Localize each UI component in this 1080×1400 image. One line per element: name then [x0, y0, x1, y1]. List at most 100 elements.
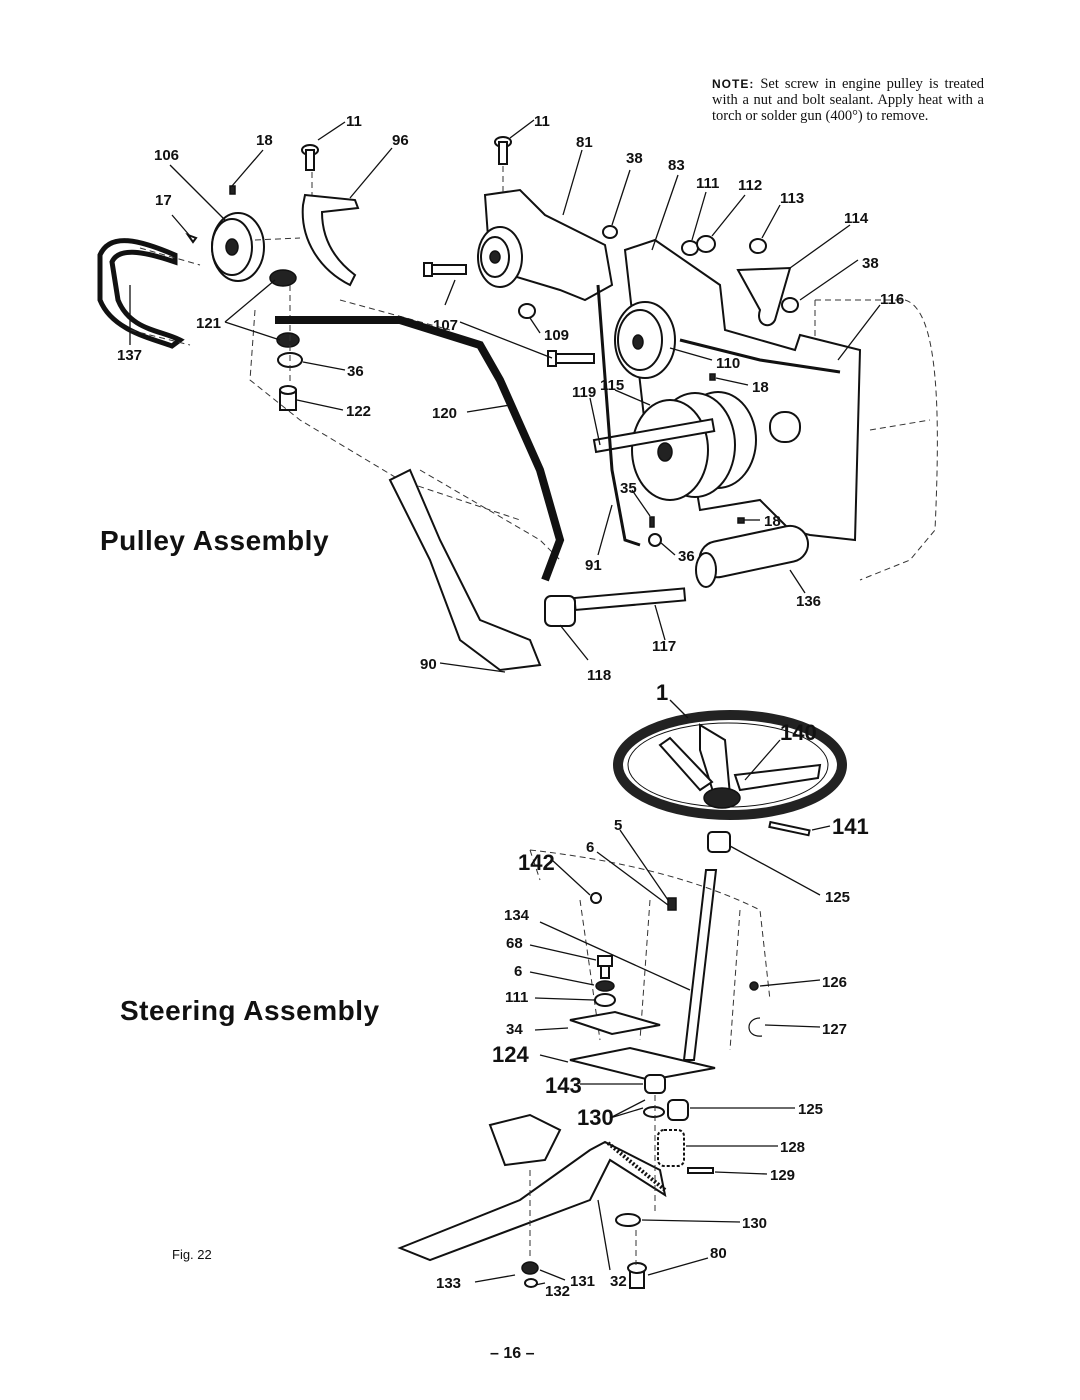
callout-11: 11	[534, 113, 550, 130]
figure-label: Fig. 22	[172, 1247, 212, 1262]
idler-pulley-110	[614, 301, 676, 379]
spacer-121	[269, 269, 300, 348]
clip-126	[749, 981, 759, 991]
washer-132	[524, 1278, 538, 1288]
nut-131	[521, 1261, 539, 1275]
double-pulley-115	[631, 391, 757, 501]
bracket-114	[736, 266, 792, 327]
bushing-125-top	[707, 831, 731, 853]
callout-18: 18	[752, 379, 769, 396]
bolt-113	[749, 238, 767, 254]
callout-114: 114	[844, 210, 869, 227]
setscrew-18	[229, 185, 236, 195]
callout-125: 125	[798, 1101, 823, 1118]
plate-slot	[769, 411, 801, 443]
callout-134: 134	[504, 907, 530, 924]
callout-133: 133	[436, 1275, 461, 1292]
sector-gear-32	[397, 1140, 667, 1262]
callout-6: 6	[514, 963, 522, 980]
callout-81: 81	[576, 134, 593, 151]
callout-111: 111	[696, 175, 719, 192]
callout-1: 1	[656, 680, 668, 705]
callout-137: 137	[117, 347, 142, 364]
callout-18: 18	[764, 513, 781, 530]
clip-127	[748, 1017, 763, 1037]
rod-116	[679, 338, 841, 374]
callout-18: 18	[256, 132, 273, 149]
leader-lines	[129, 119, 881, 1286]
callout-141: 141	[832, 814, 869, 839]
callout-143: 143	[545, 1073, 582, 1098]
callout-128: 128	[780, 1139, 805, 1156]
steering-assembly-title: Steering Assembly	[120, 995, 380, 1026]
callout-132: 132	[545, 1283, 570, 1300]
callout-34: 34	[506, 1021, 523, 1038]
nut-112	[696, 235, 716, 253]
callout-127: 127	[822, 1021, 847, 1038]
note-label: NOTE:	[712, 77, 755, 91]
callout-119: 119	[572, 384, 596, 401]
screw-142	[590, 892, 602, 904]
shaft-119	[592, 418, 716, 454]
callout-38: 38	[626, 150, 643, 167]
service-note: NOTE: Set screw in engine pulley is trea…	[712, 76, 984, 124]
bushing-125-bottom	[667, 1099, 689, 1121]
callout-124: 124	[492, 1042, 529, 1067]
callout-121: 121	[196, 315, 221, 332]
callout-130: 130	[577, 1105, 614, 1130]
washer-36-bottom	[648, 533, 662, 547]
callout-142: 142	[518, 850, 555, 875]
nut-38-a	[602, 225, 618, 239]
callout-11: 11	[346, 113, 362, 130]
steering-wheel-140	[613, 710, 847, 820]
nut-38-b	[781, 297, 799, 313]
belt-137	[97, 238, 185, 349]
callout-129: 129	[770, 1167, 795, 1184]
callout-90: 90	[420, 656, 437, 673]
bolt-11-left	[301, 144, 319, 171]
washer-130-top	[643, 1106, 665, 1118]
callout-83: 83	[668, 157, 685, 174]
pinion-gear-128	[657, 1129, 685, 1167]
callout-109: 109	[544, 327, 569, 344]
callout-36: 36	[678, 548, 695, 565]
callout-80: 80	[710, 1245, 727, 1262]
bolt-5	[667, 897, 677, 911]
engine-outline	[814, 299, 938, 581]
callout-113: 113	[780, 190, 804, 207]
callout-112: 112	[738, 177, 762, 194]
callout-136: 136	[796, 593, 821, 610]
setscrew-18-c	[737, 517, 745, 524]
callout-116: 116	[880, 291, 904, 308]
page-number: – 16 –	[490, 1345, 535, 1362]
callout-6: 6	[586, 839, 594, 856]
note-text: Set screw in engine pulley is treated wi…	[712, 76, 985, 124]
plate-34	[569, 1010, 661, 1036]
callout-32: 32	[610, 1273, 627, 1290]
nut-109	[518, 303, 536, 319]
bracket-120	[275, 316, 565, 582]
callout-122: 122	[346, 403, 371, 420]
bolt-11-right	[494, 136, 512, 165]
bolt-122	[279, 385, 297, 411]
callout-115: 115	[600, 377, 624, 394]
pulley-assembly-title: Pulley Assembly	[100, 525, 330, 556]
bracket-133	[488, 1113, 562, 1167]
frame-outline	[249, 299, 561, 561]
callout-125: 125	[825, 889, 850, 906]
pulley-engine	[477, 226, 523, 288]
callout-labels: 106 18 11 96 11 81 38 83 111 112 113 114…	[117, 113, 904, 1300]
callout-118: 118	[587, 667, 611, 684]
pin-141	[768, 820, 811, 837]
callout-91: 91	[585, 557, 602, 574]
callout-36: 36	[347, 363, 364, 380]
bolt-80	[627, 1262, 647, 1289]
pin-17	[185, 232, 198, 244]
washer-111	[681, 240, 699, 256]
washer-130-bottom	[615, 1213, 641, 1227]
bolt-117	[544, 587, 687, 627]
bracket-90	[388, 468, 542, 672]
belt-137-guide	[129, 247, 201, 346]
callout-110: 110	[716, 355, 740, 372]
